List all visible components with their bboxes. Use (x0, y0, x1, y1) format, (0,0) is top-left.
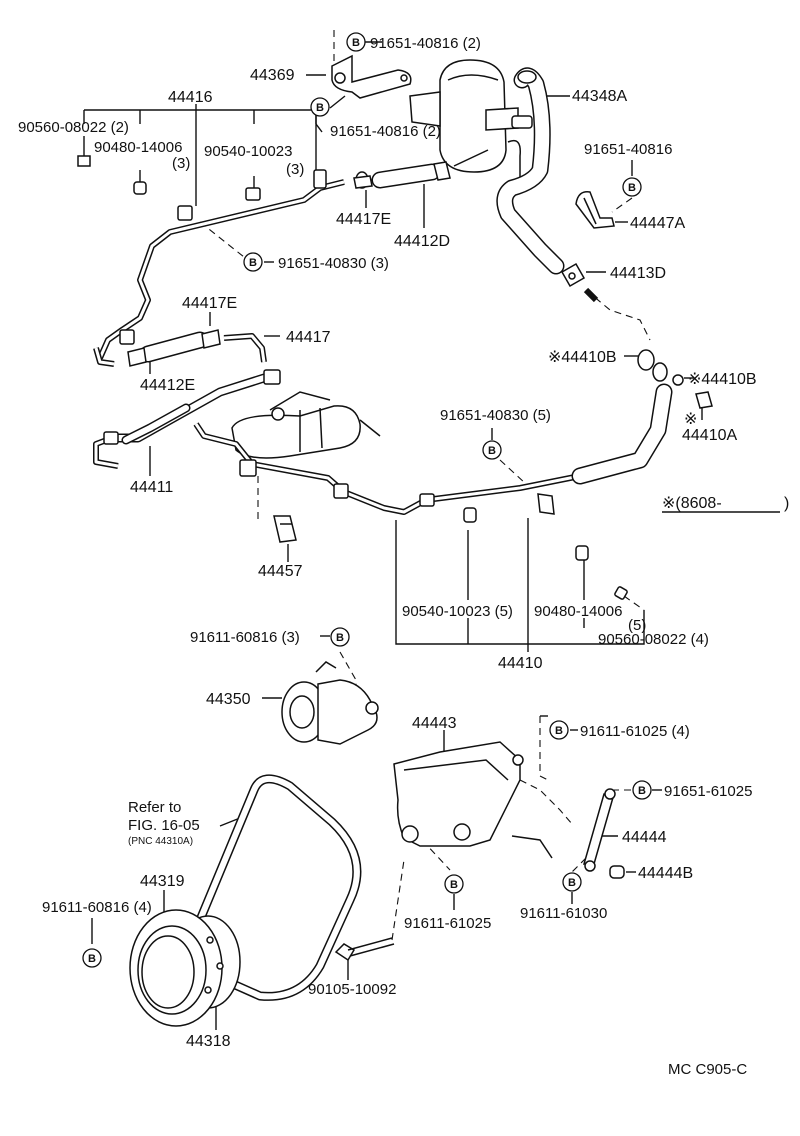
bolt-marker: B (310, 97, 330, 117)
pipe-44410 (193, 383, 673, 515)
pipe-44411 (93, 369, 281, 469)
hose-44412e (93, 329, 267, 367)
bolt-marker: B (82, 948, 102, 968)
bolt-marker: B (482, 440, 502, 460)
label-44410a-star: ※ (684, 411, 697, 428)
pulley-44318 (129, 909, 241, 1027)
label-91651-40816-right: 91651-40816 (584, 141, 672, 158)
label-44417e-left: 44417E (182, 295, 237, 312)
bolt-marker: B (330, 627, 350, 647)
bolt-marker: B (243, 252, 263, 272)
label-44417e-top: 44417E (336, 211, 391, 228)
hose-44412d (353, 149, 489, 189)
label-90480-14006-3-qty: (3) (172, 155, 190, 172)
label-44457: 44457 (258, 563, 303, 580)
label-91651-61025: 91651-61025 (664, 783, 752, 800)
bolt-marker: B (562, 872, 582, 892)
refer-line-1: Refer to (128, 799, 181, 816)
label-44417: 44417 (286, 329, 331, 346)
label-91611-61030: 91611-61030 (520, 905, 607, 922)
label-44411: 44411 (130, 479, 173, 496)
svg-text:B: B (316, 102, 324, 114)
label-8608: ※(8608- (662, 495, 722, 512)
svg-text:B: B (488, 445, 496, 457)
label-44410a: 44410A (682, 427, 737, 444)
label-44413d: 44413D (610, 265, 666, 282)
label-91651-40830-3: 91651-40830 (3) (278, 255, 389, 272)
label-90540-10023-3-qty: (3) (286, 161, 304, 178)
bolt-90105-10092 (334, 859, 405, 962)
label-91611-61025-4: 91611-61025 (4) (580, 723, 690, 740)
label-91651-40816-mid: 91651-40816 (2) (330, 123, 441, 140)
label-44318: 44318 (186, 1033, 231, 1050)
svg-text:B: B (555, 725, 563, 737)
label-90480-14006-5: 90480-14006 (534, 603, 622, 620)
label-90105-10092: 90105-10092 (308, 981, 396, 998)
label-91611-60816-3: 91611-60816 (3) (190, 629, 300, 646)
diagram-code: MC C905-C (668, 1061, 747, 1078)
bolt-markers: B B B B B B B B B B B (82, 32, 652, 968)
svg-text:B: B (249, 257, 257, 269)
svg-text:B: B (450, 879, 458, 891)
bracket-44443 (393, 741, 573, 859)
label-44410b-right: ※44410B (688, 371, 757, 388)
label-90560-08022-4: 90560-08022 (4) (598, 631, 709, 648)
bolt-marker: B (549, 720, 569, 740)
reservoir-tank (409, 59, 521, 180)
bolt-marker: B (346, 32, 366, 52)
label-44348a: 44348A (572, 88, 627, 105)
label-90540-10023-5: 90540-10023 (5) (402, 603, 513, 620)
label-91651-40830-5: 91651-40830 (5) (440, 407, 551, 424)
label-90540-10023-3: 90540-10023 (204, 143, 292, 160)
label-44444: 44444 (622, 829, 667, 846)
svg-text:B: B (628, 182, 636, 194)
hose-44348a (496, 67, 565, 275)
label-44410b-left: ※44410B (548, 349, 617, 366)
label-8608-close: ) (784, 495, 789, 512)
label-44369: 44369 (250, 67, 295, 84)
pipe-44416 (97, 169, 345, 360)
small-fittings (77, 155, 628, 879)
pipe-upper-right (583, 287, 713, 409)
label-44447a: 44447A (630, 215, 685, 232)
svg-text:B: B (88, 953, 96, 965)
clamp-44457 (273, 515, 297, 543)
label-44416: 44416 (168, 89, 213, 106)
clamp-44413d (560, 262, 586, 288)
clamp-44447a (575, 191, 615, 229)
refer-line-3: (PNC 44310A) (128, 836, 193, 847)
steering-gear (231, 391, 381, 459)
label-91651-40816-top: 91651-40816 (2) (370, 35, 481, 52)
rod-44444 (583, 788, 616, 872)
label-44444b: 44444B (638, 865, 693, 882)
bolt-marker: B (444, 874, 464, 894)
svg-text:B: B (568, 877, 576, 889)
label-90480-14006-3: 90480-14006 (94, 139, 182, 156)
label-91611-60816-4: 91611-60816 (4) (42, 899, 152, 916)
label-90480-14006-5-qty: (5) (628, 617, 646, 634)
svg-text:B: B (352, 37, 360, 49)
svg-text:B: B (638, 785, 646, 797)
label-44412e: 44412E (140, 377, 195, 394)
label-90560-08022-2: 90560-08022 (2) (18, 119, 129, 136)
label-44319: 44319 (140, 873, 185, 890)
refer-line-2: FIG. 16-05 (128, 817, 200, 834)
bolt-marker: B (622, 177, 642, 197)
bracket-44369 (331, 54, 412, 99)
label-44410: 44410 (498, 655, 543, 672)
bolt-marker: B (632, 780, 652, 800)
svg-text:B: B (336, 632, 344, 644)
label-44412d: 44412D (394, 233, 450, 250)
pump-44350 (281, 661, 379, 745)
part-labels: 91651-40816 (2) 44369 44416 91651-40816 … (18, 35, 789, 1078)
label-91611-61025: 91611-61025 (404, 915, 491, 932)
label-44350: 44350 (206, 691, 251, 708)
label-44443: 44443 (412, 715, 457, 732)
